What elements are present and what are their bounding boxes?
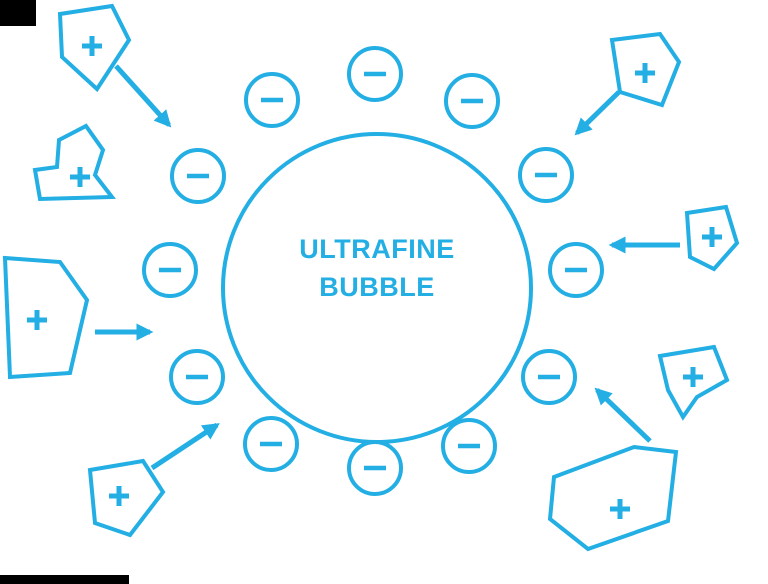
positive-particle xyxy=(684,204,740,272)
attraction-arrow xyxy=(150,422,220,471)
plus-icon xyxy=(610,499,630,519)
negative-ion xyxy=(548,242,604,298)
attraction-arrow xyxy=(114,64,172,128)
plus-icon xyxy=(109,486,129,506)
plus-icon xyxy=(635,63,655,83)
plus-icon xyxy=(82,36,102,56)
positive-particle xyxy=(57,3,132,93)
negative-ion xyxy=(169,349,225,405)
negative-ion xyxy=(244,72,300,128)
plus-icon xyxy=(70,167,90,187)
negative-ion xyxy=(243,416,299,472)
negative-ion xyxy=(170,148,226,204)
positive-particle xyxy=(2,255,90,380)
plus-icon xyxy=(27,310,47,330)
negative-ion xyxy=(444,73,500,129)
corner-mark xyxy=(0,0,36,26)
plus-icon xyxy=(702,227,722,247)
diagram-elements xyxy=(0,0,740,584)
positive-particle xyxy=(87,458,166,538)
plus-icon xyxy=(683,367,703,387)
negative-ion xyxy=(142,242,198,298)
attraction-arrow xyxy=(594,387,652,443)
positive-particle xyxy=(32,123,116,202)
negative-ion xyxy=(518,147,574,203)
ultrafine-bubble: ULTRAFINE BUBBLE xyxy=(221,132,533,444)
negative-ion xyxy=(347,440,403,496)
bubble-label-line2: BUBBLE xyxy=(319,272,435,302)
negative-ion xyxy=(347,46,403,102)
positive-particle xyxy=(657,344,730,421)
bubble-circle xyxy=(221,132,533,444)
negative-ion xyxy=(441,418,497,474)
positive-particle xyxy=(609,31,682,108)
positive-particle xyxy=(547,444,679,552)
corner-mark xyxy=(0,575,129,584)
bubble-label-line1: ULTRAFINE xyxy=(299,234,454,264)
attraction-arrow xyxy=(574,90,621,136)
negative-ion xyxy=(521,349,577,405)
